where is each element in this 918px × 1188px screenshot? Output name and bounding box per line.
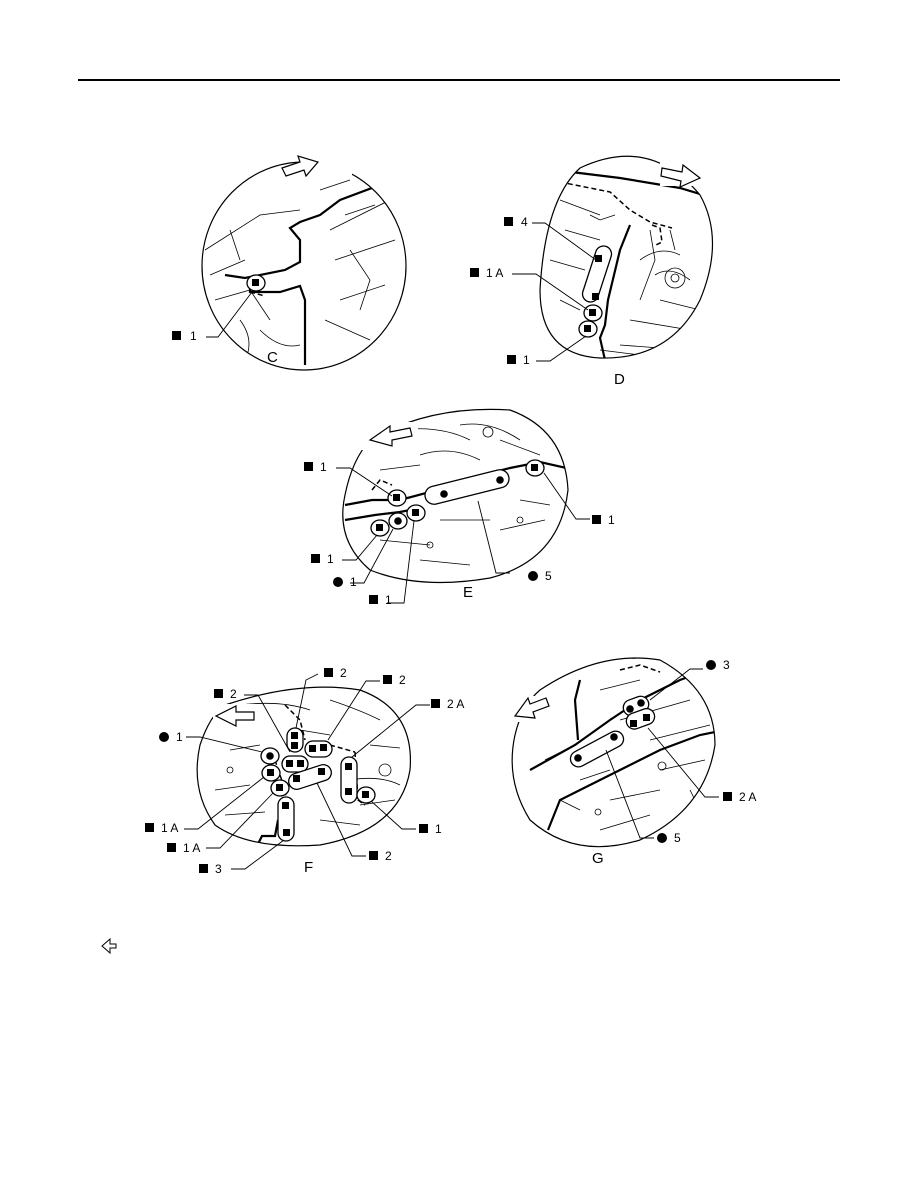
svg-text:2: 2 <box>340 666 347 680</box>
view-e-mark-circle-5 <box>424 469 510 505</box>
view-f-mark-circle-1 <box>260 747 280 765</box>
view-c-structure <box>204 178 406 365</box>
view-c-callout-1: 1 <box>172 329 197 343</box>
svg-text:4: 4 <box>521 215 528 229</box>
view-c-front-arrow <box>281 155 320 178</box>
view-f: 2 2 2 2 A 1 1 A 1 A 3 <box>145 666 464 876</box>
view-e-callout-square-1: 1 <box>369 593 392 607</box>
view-e-mark-upper-left <box>387 489 407 507</box>
view-d-mark-1a <box>583 304 603 322</box>
svg-text:2: 2 <box>385 849 392 863</box>
view-c-mark-1 <box>246 274 266 292</box>
view-e-callout-circle-1: 1 <box>333 575 357 589</box>
view-e-title: E <box>463 584 473 601</box>
svg-text:1: 1 <box>608 513 615 527</box>
view-f-callout-2-top: 2 <box>324 666 347 680</box>
view-e-callout-circle-5: 5 <box>528 569 552 583</box>
view-f-callout-2-upper-left: 2 <box>214 687 237 701</box>
svg-text:2 A: 2 A <box>447 697 464 711</box>
view-f-mark-square-2a <box>340 756 358 804</box>
svg-text:1: 1 <box>523 353 530 367</box>
view-e-callout-right: 1 <box>592 513 615 527</box>
view-f-callout-square-1: 1 <box>419 822 442 836</box>
view-g-structure <box>529 663 715 831</box>
view-d-mark-1 <box>578 320 598 338</box>
svg-text:1: 1 <box>176 730 183 744</box>
svg-text:1: 1 <box>327 552 334 566</box>
view-e-callout-upper-left: 1 <box>304 460 327 474</box>
svg-text:5: 5 <box>674 831 681 845</box>
view-f-callout-2a: 2 A <box>431 697 464 711</box>
view-e-mark-left <box>370 519 390 537</box>
view-e-mark-square-1 <box>406 504 426 522</box>
view-d-callout-1: 1 <box>507 353 530 367</box>
view-g: 3 2 A 5 G <box>508 657 756 867</box>
view-g-mark-circle-5 <box>569 730 625 768</box>
svg-text:1: 1 <box>350 575 357 589</box>
view-f-callout-2-upper-right: 2 <box>383 673 406 687</box>
view-f-mark-square-2-a <box>281 755 309 773</box>
view-d-title: D <box>614 371 625 388</box>
view-f-mark-square-2-b <box>304 740 333 758</box>
svg-text:1 A: 1 A <box>183 841 200 855</box>
view-d: 4 1 A 1 D <box>470 155 713 388</box>
view-f-front-arrow <box>214 705 255 727</box>
view-f-callout-1a-lower: 1 A <box>167 841 200 855</box>
view-g-mark-square-2a <box>625 707 656 730</box>
view-f-callout-1a-upper: 1 A <box>145 821 178 835</box>
view-g-callout-circle-3: 3 <box>706 658 730 672</box>
view-d-mark-4 <box>581 245 613 303</box>
view-f-mark-square-1 <box>356 786 376 804</box>
svg-text:2: 2 <box>399 673 406 687</box>
svg-text:3: 3 <box>723 658 730 672</box>
front-direction-arrow-icon <box>101 937 117 955</box>
svg-text:5: 5 <box>545 569 552 583</box>
view-f-mark-square-2-top <box>286 727 304 753</box>
svg-text:2 A: 2 A <box>739 790 756 804</box>
view-f-callout-circle-1: 1 <box>159 730 183 744</box>
svg-text:1: 1 <box>320 460 327 474</box>
view-f-mark-square-3 <box>277 796 295 842</box>
svg-text:1: 1 <box>435 822 442 836</box>
svg-text:1: 1 <box>385 593 392 607</box>
svg-text:1 A: 1 A <box>486 266 503 280</box>
view-c-title: C <box>267 349 278 366</box>
view-d-structure <box>549 168 713 359</box>
svg-text:3: 3 <box>215 862 222 876</box>
view-d-callout-1a: 1 A <box>470 266 503 280</box>
view-d-front-arrow <box>660 163 702 189</box>
view-f-callout-3: 3 <box>199 862 222 876</box>
view-c: 1 C <box>172 155 407 371</box>
view-f-callout-2-bottom: 2 <box>369 849 392 863</box>
view-e-front-arrow <box>368 424 413 447</box>
view-f-mark-square-1a-upper <box>261 764 281 782</box>
view-f-mark-square-1a-lower <box>270 779 290 797</box>
svg-text:1: 1 <box>190 329 197 343</box>
view-g-callout-square-2a: 2 A <box>723 790 756 804</box>
view-e: 1 1 1 1 1 5 E <box>304 408 615 607</box>
view-g-title: G <box>592 850 604 867</box>
view-f-title: F <box>304 859 313 876</box>
view-g-front-arrow <box>513 696 550 719</box>
view-e-mark-circle-1 <box>388 512 408 530</box>
view-d-callout-4: 4 <box>504 215 528 229</box>
svg-text:2: 2 <box>230 687 237 701</box>
svg-text:1 A: 1 A <box>161 821 178 835</box>
view-e-mark-right <box>525 459 545 477</box>
view-f-mark-square-2-bottom <box>288 764 332 790</box>
view-g-callout-circle-5: 5 <box>657 831 681 845</box>
view-e-callout-left: 1 <box>311 552 334 566</box>
